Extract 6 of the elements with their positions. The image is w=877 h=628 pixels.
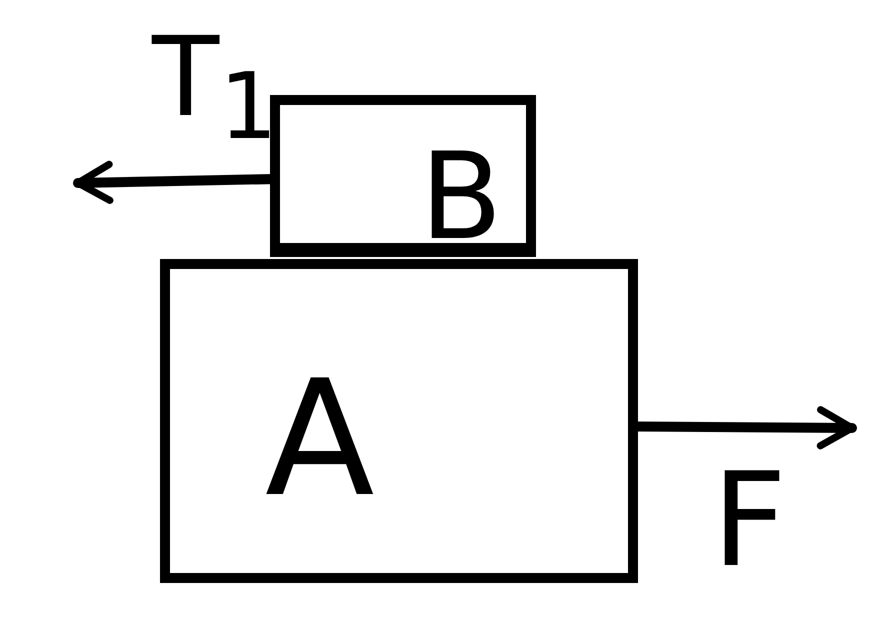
block-label: A xyxy=(265,359,374,519)
force-label: T$_{1}$ xyxy=(152,22,278,153)
block-box xyxy=(270,95,536,257)
block-label: B xyxy=(420,138,502,258)
block-box xyxy=(160,259,638,583)
force-label: F xyxy=(712,455,787,585)
